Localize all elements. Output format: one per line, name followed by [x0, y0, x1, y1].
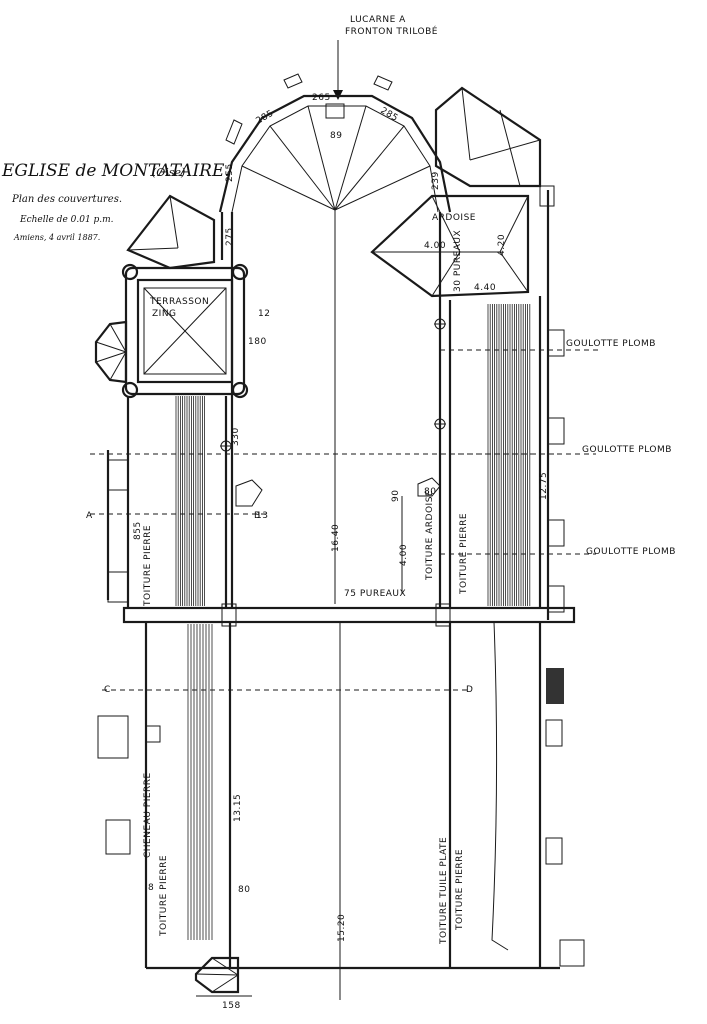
dim-420: 4.20 — [497, 234, 507, 256]
plan-subtitle: Plan des couvertures. — [11, 194, 122, 205]
lucarne-callout: LUCARNE A FRONTON TRILOBÉ — [333, 15, 438, 100]
dim-330: 330 — [231, 427, 241, 446]
lower-nave-hatch — [187, 624, 213, 940]
apse — [218, 73, 452, 213]
dim-239: 239 — [431, 171, 441, 190]
goulotte-3: GOULOTTE PLOMB — [586, 547, 676, 557]
dim-400b: 4.00 — [399, 544, 409, 566]
dim-1315: 13.15 — [233, 794, 243, 822]
letter-a: A — [86, 511, 93, 521]
pureaux-30: 30 PUREAUX — [453, 230, 463, 292]
pureaux-75: 75 PUREAUX — [344, 589, 406, 599]
dim-80-lower: 80 — [238, 885, 250, 895]
north-aisle-hatch — [487, 304, 531, 606]
south-aisle-upper — [106, 396, 263, 608]
dim-1640: 16.40 — [331, 524, 341, 552]
department-label: (Oise) — [152, 166, 185, 179]
church-title: EGLISE de MONTATAIRE. — [1, 161, 230, 181]
dim-12: 12 — [258, 309, 270, 319]
left-hip-roof — [126, 194, 216, 270]
stair-turret — [94, 320, 128, 384]
title-block: EGLISE de MONTATAIRE. (Oise) Plan des co… — [1, 161, 230, 242]
dim-90: 90 — [391, 490, 401, 502]
goulotte-1: GOULOTTE PLOMB — [566, 339, 656, 349]
zing-label: ZING — [152, 309, 177, 319]
right-upper-roof — [434, 86, 542, 188]
goulottes — [440, 349, 600, 555]
letter-c: C — [104, 685, 111, 695]
dim-80-right: 80 — [424, 487, 436, 497]
scale-label: Echelle de 0.01 p.m. — [19, 215, 114, 225]
terrasson-label: TERRASSON — [149, 297, 209, 307]
goulotte-2: GOULOTTE PLOMB — [582, 445, 672, 455]
dim-89: 89 — [330, 131, 342, 141]
ardoise-roof — [370, 194, 530, 298]
toiture-pierre-left: TOITURE PIERRE — [143, 525, 153, 607]
lower-nave — [97, 621, 585, 1000]
transverse-wall — [122, 603, 576, 627]
toiture-tuile: TOITURE TUILE PLATE — [439, 837, 449, 945]
toiture-ardoise: TOITURE ARDOISE — [425, 490, 435, 581]
dim-275: 275 — [225, 227, 235, 246]
tower-terrasson — [121, 263, 249, 399]
south-aisle-hatch — [175, 396, 206, 606]
lucarne-small — [417, 477, 441, 497]
lucarne-label-2: FRONTON TRILOBÉ — [345, 25, 438, 37]
chenau-pierre: CHENEAU PIERRE — [143, 772, 153, 858]
ardoise-label: ARDOISE — [432, 213, 476, 223]
porch-turret — [194, 956, 252, 997]
letter-d: D — [466, 685, 473, 695]
letter-b: B — [254, 511, 261, 521]
dim-855: 855 — [133, 521, 143, 540]
dim-1520: 15.20 — [337, 914, 347, 942]
dim-265: 265 — [312, 93, 331, 103]
nave-walls — [220, 210, 442, 608]
dim-1275: 12.75 — [539, 472, 549, 500]
toiture-pierre-lower-left: TOITURE PIERRE — [159, 855, 169, 937]
toiture-pierre-lower-right: TOITURE PIERRE — [455, 849, 465, 931]
date-label: Amiens, 4 avril 1887. — [13, 233, 100, 242]
dark-block — [546, 668, 564, 704]
dim-158: 158 — [222, 1001, 241, 1011]
dim-400: 4.00 — [424, 241, 446, 251]
dim-180: 180 — [248, 337, 267, 347]
dim-13: 13 — [256, 511, 268, 521]
toiture-pierre-right: TOITURE PIERRE — [459, 513, 469, 595]
lucarne-label-1: LUCARNE A — [350, 15, 406, 25]
dim-255: 255 — [225, 163, 235, 182]
dim-8: 8 — [148, 883, 154, 893]
dim-440: 4.40 — [474, 283, 496, 293]
